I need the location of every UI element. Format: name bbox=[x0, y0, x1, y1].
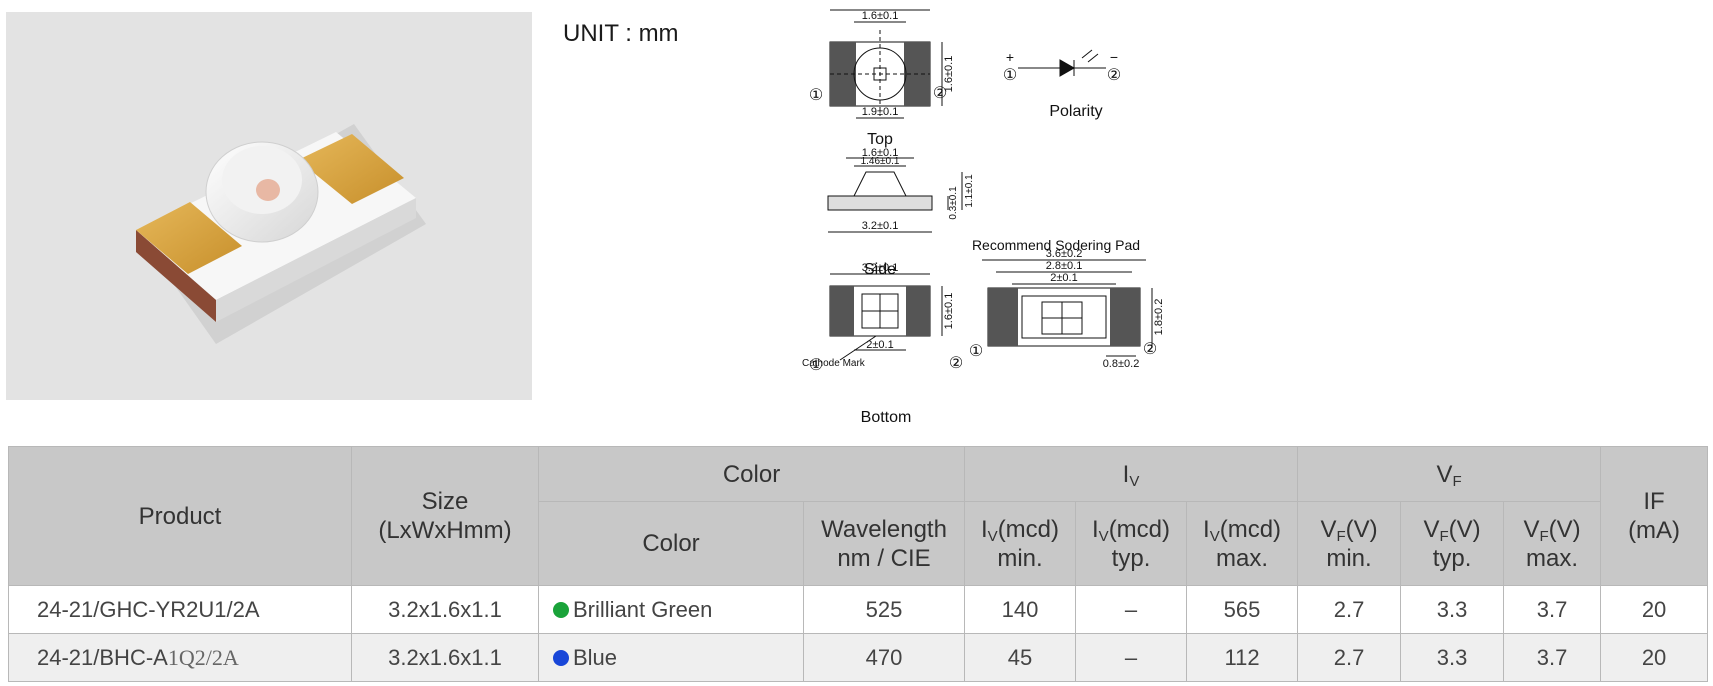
dim-pad-w3: 2±0.1 bbox=[1050, 272, 1077, 284]
header-product: Product bbox=[8, 446, 352, 586]
header-vf-min: VF(V)min. bbox=[1297, 501, 1402, 586]
pin2-polarity: ② bbox=[1107, 67, 1121, 84]
dim-bot-h: 1.6±0.1 bbox=[943, 293, 955, 330]
header-if: IF(mA) bbox=[1600, 446, 1709, 586]
spec-table: Product Size(LxWxHmm) Color IV VF IF(mA)… bbox=[8, 446, 1709, 682]
cell-product: 24-21/BHC-A1Q2/2A bbox=[8, 633, 352, 682]
pin1-bottom: ① bbox=[809, 357, 823, 374]
pin2-pad: ② bbox=[1143, 341, 1157, 358]
plus-sign: + bbox=[1006, 49, 1014, 65]
product-photo bbox=[6, 12, 532, 400]
header-color: Color bbox=[538, 501, 804, 586]
view-label-bottom: Bottom bbox=[861, 409, 912, 426]
cell-color: Blue bbox=[538, 633, 804, 682]
cell-color: Brilliant Green bbox=[538, 585, 804, 634]
header-iv-max: IV(mcd)max. bbox=[1186, 501, 1299, 586]
view-label-top: Top bbox=[867, 131, 893, 148]
cell-iv-max: 565 bbox=[1186, 585, 1299, 634]
pin2-top: ② bbox=[933, 85, 947, 102]
cathode-mark-label: Cathode Mark bbox=[802, 358, 866, 369]
cell-if: 20 bbox=[1600, 633, 1709, 682]
cell-iv-min: 45 bbox=[964, 633, 1077, 682]
header-color-group: Color bbox=[537, 446, 966, 502]
dim-bot-gap: 2±0.1 bbox=[866, 339, 893, 351]
cell-vf-max: 3.7 bbox=[1503, 585, 1602, 634]
dim-pad-h: 1.8±0.2 bbox=[1153, 299, 1165, 336]
cell-iv-typ: – bbox=[1075, 633, 1188, 682]
cell-vf-typ: 3.3 bbox=[1400, 633, 1505, 682]
pin1-pad: ① bbox=[969, 343, 983, 360]
cell-vf-min: 2.7 bbox=[1297, 585, 1402, 634]
polarity-label: Polarity bbox=[1049, 103, 1102, 120]
cell-size: 3.2x1.6x1.1 bbox=[351, 633, 539, 682]
unit-label: UNIT : mm bbox=[563, 20, 679, 47]
pin1-top: ① bbox=[809, 87, 823, 104]
dim-pad-w1: 3.6±0.2 bbox=[1046, 248, 1083, 260]
dim-side-w1: 1.6±0.1 bbox=[862, 147, 899, 159]
dim-side-w2: 1.46±0.1 bbox=[861, 156, 900, 167]
table-row: 24-21/GHC-YR2U1/2A 3.2x1.6x1.1 Brilliant… bbox=[8, 585, 1709, 634]
header-iv-group: IV bbox=[964, 446, 1299, 502]
header-size: Size(LxWxHmm) bbox=[351, 446, 539, 586]
dim-side-h1: 0.3±0.1 bbox=[948, 186, 959, 220]
dim-bot-w: 3.2±0.1 bbox=[862, 262, 899, 274]
dim-top-h: 1.6±0.1 bbox=[943, 56, 955, 93]
cell-vf-typ: 3.3 bbox=[1400, 585, 1505, 634]
cell-iv-max: 112 bbox=[1186, 633, 1299, 682]
header-iv-typ: IV(mcd)typ. bbox=[1075, 501, 1188, 586]
header-iv-min: IV(mcd)min. bbox=[964, 501, 1077, 586]
cell-if: 20 bbox=[1600, 585, 1709, 634]
dim-side-h2: 1.1±0.1 bbox=[964, 174, 975, 208]
dimension-drawings: 1.6±0.1 1.6±0.1 1.9±0.1 1.6±0.1 1.46±0.1… bbox=[780, 0, 1280, 430]
cell-product: 24-21/GHC-YR2U1/2A bbox=[8, 585, 352, 634]
minus-sign: − bbox=[1110, 49, 1118, 65]
header-vf-typ: VF(V)typ. bbox=[1400, 501, 1505, 586]
cell-vf-min: 2.7 bbox=[1297, 633, 1402, 682]
dim-pad-w2: 2.8±0.1 bbox=[1046, 260, 1083, 272]
dim-top-bw: 1.9±0.1 bbox=[862, 106, 899, 118]
table-row: 24-21/BHC-A1Q2/2A 3.2x1.6x1.1 Blue 470 4… bbox=[8, 633, 1709, 682]
header-vf-max: VF(V)max. bbox=[1503, 501, 1602, 586]
cell-vf-max: 3.7 bbox=[1503, 633, 1602, 682]
view-label-side: Side bbox=[864, 261, 896, 278]
dim-top-w: 1.6±0.1 bbox=[862, 10, 899, 22]
color-dot bbox=[553, 601, 569, 618]
pad-title: Recommend Sodering Pad bbox=[972, 237, 1140, 253]
dim-pad-pw: 0.8±0.2 bbox=[1103, 358, 1140, 370]
pin2-bottom: ② bbox=[949, 355, 963, 372]
cell-iv-min: 140 bbox=[964, 585, 1077, 634]
cell-wavelength: 525 bbox=[802, 585, 966, 634]
pin1-polarity: ① bbox=[1003, 67, 1017, 84]
cell-wavelength: 470 bbox=[802, 633, 966, 682]
dim-side-base: 3.2±0.1 bbox=[862, 220, 899, 232]
color-dot bbox=[553, 649, 569, 666]
cell-size: 3.2x1.6x1.1 bbox=[351, 585, 539, 634]
cell-iv-typ: – bbox=[1075, 585, 1188, 634]
header-vf-group: VF bbox=[1297, 446, 1602, 502]
